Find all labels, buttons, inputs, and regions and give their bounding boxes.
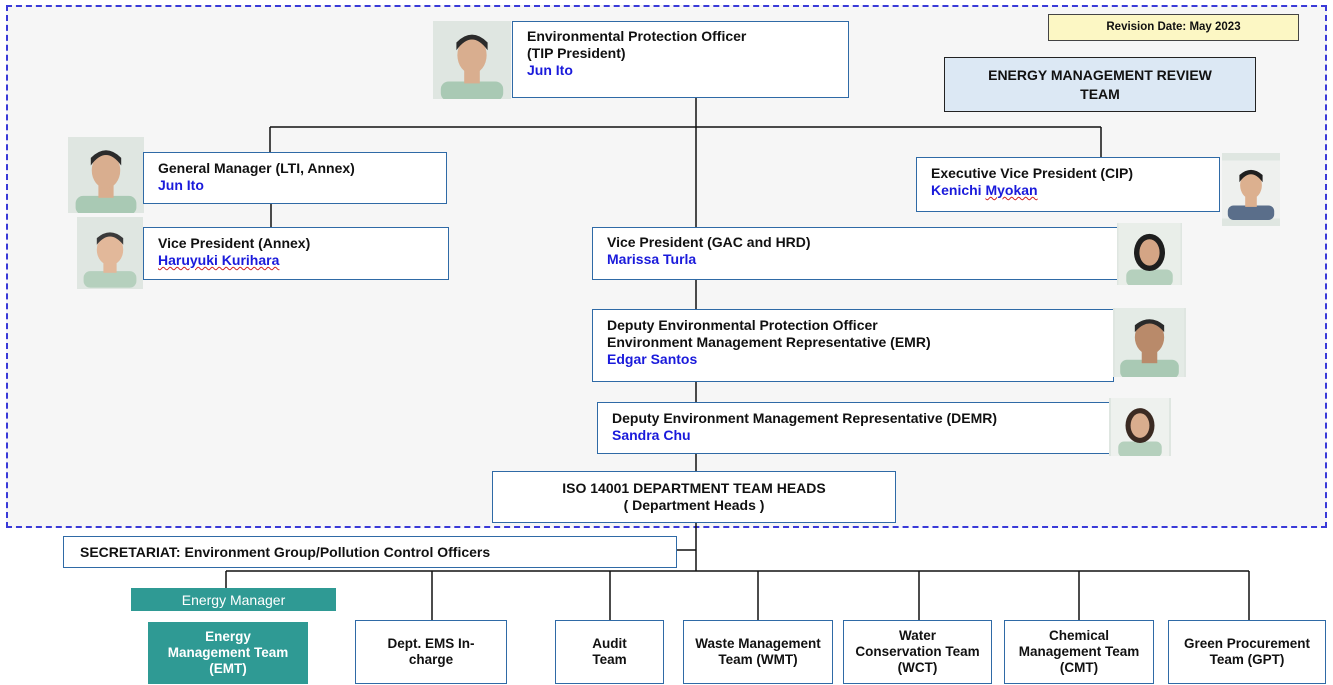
iso-subtitle: ( Department Heads ) (623, 497, 765, 513)
epo-title: Environmental Protection Officer (527, 28, 747, 44)
photo-edgar-santos (1113, 308, 1186, 377)
team-wct: Water Conservation Team (WCT) (843, 620, 992, 684)
gm-name: Jun Ito (158, 177, 204, 193)
iso-dept-heads-box: ISO 14001 DEPARTMENT TEAM HEADS ( Depart… (492, 471, 896, 523)
team-dept-ems: Dept. EMS In-charge (355, 620, 507, 684)
emr-title: Environment Management Representative (E… (607, 334, 931, 350)
gm-box: General Manager (LTI, Annex) Jun Ito (143, 152, 447, 204)
epo-subtitle: (TIP President) (527, 45, 626, 61)
photo-kenichi-myokan (1222, 153, 1280, 226)
evp-title: Executive Vice President (CIP) (931, 165, 1134, 181)
vp-annex-title: Vice President (Annex) (158, 235, 311, 251)
evp-name-first: Kenichi (931, 182, 982, 198)
epo-name: Jun Ito (527, 62, 573, 78)
photo-sandra-chu (1109, 398, 1171, 456)
energy-manager-label: Energy Manager (131, 588, 336, 611)
team-emt: Energy Management Team (EMT) (148, 622, 308, 684)
vp-annex-name: Haruyuki Kurihara (158, 252, 280, 268)
evp-box: Executive Vice President (CIP) Kenichi M… (916, 157, 1220, 212)
evp-name-last: Myokan (985, 182, 1038, 198)
secretariat-box: SECRETARIAT: Environment Group/Pollution… (63, 536, 677, 568)
revision-date: Revision Date: May 2023 (1048, 14, 1299, 41)
vp-gac-name: Marissa Turla (607, 251, 697, 267)
demr-box: Deputy Environment Management Representa… (597, 402, 1110, 454)
demr-title: Deputy Environment Management Representa… (612, 410, 998, 426)
vp-gac-box: Vice President (GAC and HRD) Marissa Tur… (592, 227, 1118, 280)
team-wmt: Waste Management Team (WMT) (683, 620, 833, 684)
team-cmt: Chemical Management Team (CMT) (1004, 620, 1154, 684)
photo-haruyuki-kurihara (77, 217, 143, 289)
deputy-epo-box: Deputy Environmental Protection Officer … (592, 309, 1114, 382)
vp-gac-title: Vice President (GAC and HRD) (607, 234, 811, 250)
photo-jun-ito-top (433, 21, 511, 99)
epo-box: Environmental Protection Officer (TIP Pr… (512, 21, 849, 98)
photo-marissa-turla (1117, 223, 1182, 285)
photo-jun-ito-gm (68, 137, 144, 213)
iso-title: ISO 14001 DEPARTMENT TEAM HEADS (562, 480, 826, 496)
deputy-epo-name: Edgar Santos (607, 351, 698, 367)
team-gpt: Green Procurement Team (GPT) (1168, 620, 1326, 684)
review-team-label: ENERGY MANAGEMENT REVIEW TEAM (944, 57, 1256, 112)
gm-title: General Manager (LTI, Annex) (158, 160, 355, 176)
deputy-epo-title: Deputy Environmental Protection Officer (607, 317, 878, 333)
demr-name: Sandra Chu (612, 427, 691, 443)
team-audit: Audit Team (555, 620, 664, 684)
vp-annex-box: Vice President (Annex) Haruyuki Kurihara (143, 227, 449, 280)
